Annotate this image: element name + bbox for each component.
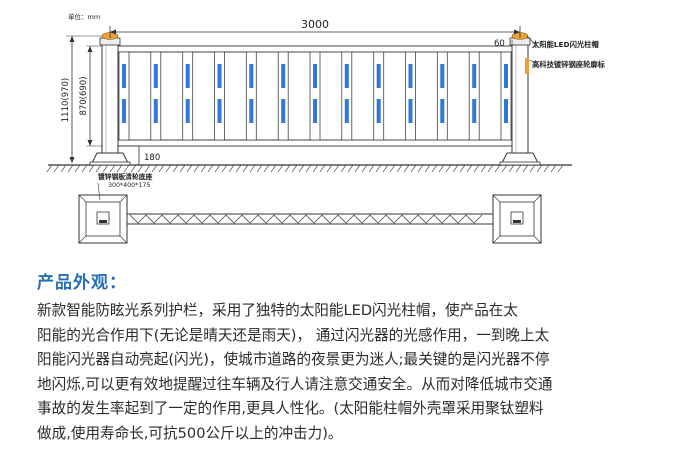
dim-total-length: 3000 <box>109 18 521 38</box>
callout-base-sign-label: 高科技镀锌钢座轮廓标 <box>532 60 606 69</box>
dim-60-label: 60 <box>494 39 505 49</box>
baluster <box>150 51 162 141</box>
callout-base: 镀锌钢板清轮底座 300*400*175 <box>97 172 153 201</box>
dim-180-label: 180 <box>144 153 160 163</box>
baluster-reflector-lower <box>344 99 349 123</box>
baluster <box>309 51 321 141</box>
baluster-reflector-upper <box>217 64 222 88</box>
baluster <box>182 51 194 141</box>
dim-height: 1110(970) <box>61 35 102 163</box>
dim-60: 60 <box>494 39 513 50</box>
baluster-reflector-upper <box>281 64 286 88</box>
right-base <box>499 152 541 166</box>
baluster-reflector-upper <box>440 64 445 88</box>
description-line: 阳能的光合作用下(无论是晴天还是雨天)， 通过闪光器的光感作用，一到晚上太 <box>37 326 550 344</box>
dim-panel-label: 870(690) <box>79 76 89 115</box>
right-post <box>509 37 531 155</box>
baluster <box>436 51 448 141</box>
callout-cap: 太阳能LED闪光柱帽 <box>526 35 599 49</box>
baluster-reflector-lower <box>185 99 190 123</box>
baluster-reflector-upper <box>344 64 349 88</box>
right-reflector <box>525 58 529 74</box>
baluster-reflector-lower <box>376 99 381 123</box>
callout-base-label: 镀锌钢板清轮底座 <box>98 172 153 181</box>
baluster <box>500 51 512 141</box>
baluster-reflector-upper <box>249 64 254 88</box>
baluster-reflector-lower <box>313 99 317 123</box>
top-rail <box>117 45 513 53</box>
baluster-reflector-upper <box>122 64 126 88</box>
left-base <box>89 152 131 166</box>
description-line: 新款智能防眩光系列护栏，采用了独特的太阳能LED闪光柱帽，使产品在太 <box>37 302 518 319</box>
baluster-reflector-upper <box>153 64 158 88</box>
baluster-reflector-lower <box>504 99 508 123</box>
baluster-reflector-upper <box>472 64 477 88</box>
description-line: 事故的发生率起到了一定的作用,更具人性化。(太阳能柱帽外壳罩采用聚钛塑料 <box>37 400 544 418</box>
baluster <box>468 51 480 141</box>
guardrail-diagram: 3000 单位：mm 60 1110(970) 870(690) 180 太阳能… <box>46 12 606 244</box>
baluster-reflector-upper <box>313 64 317 88</box>
baluster-reflector-lower <box>122 99 126 123</box>
base-dims-label: 300*400*175 <box>108 182 150 189</box>
baluster <box>118 51 130 141</box>
baluster-reflector-lower <box>440 99 445 123</box>
baluster-reflector-lower <box>249 99 254 123</box>
baluster-reflector-lower <box>153 99 158 123</box>
baluster-reflector-upper <box>504 64 508 88</box>
description-line: 做成,使用寿命长,可抗500公斤以上的冲击力)。 <box>37 424 343 442</box>
left-post <box>99 37 121 155</box>
baluster-reflector-upper <box>376 64 381 88</box>
callout-base-sign: 高科技镀锌钢座轮廓标 <box>528 59 606 69</box>
dim-panel-height: 870(690) <box>79 45 102 147</box>
description-line: 阳能闪光器自动亮起(闪光)，使城市道路的夜景更为迷人;最关键的是闪光器不停 <box>37 351 550 369</box>
plan-view <box>78 194 542 244</box>
baluster <box>214 51 225 141</box>
section-title: 产品外观： <box>37 273 127 293</box>
callout-cap-label: 太阳能LED闪光柱帽 <box>531 40 599 49</box>
baluster-reflector-lower <box>281 99 286 123</box>
baluster <box>245 51 257 141</box>
baluster-reflector-upper <box>408 64 413 88</box>
unit-label: 单位：mm <box>68 12 100 21</box>
baluster <box>341 51 353 141</box>
baluster <box>277 51 289 141</box>
description-line: 地闪烁,可以更有效地提醒过往车辆及行人请注意交通安全。从而对降低城市交通 <box>37 375 553 393</box>
ground-line <box>46 164 572 173</box>
baluster <box>405 51 416 141</box>
dim-3000-label: 3000 <box>301 18 329 31</box>
baluster-group <box>118 51 512 141</box>
baluster-reflector-lower <box>408 99 413 123</box>
dim-180: 180 <box>118 145 160 165</box>
baluster-reflector-lower <box>472 99 477 123</box>
dim-height-label: 1110(970) <box>61 78 71 123</box>
baluster-reflector-upper <box>185 64 190 88</box>
baluster-reflector-lower <box>217 99 222 123</box>
bottom-rail <box>117 139 513 147</box>
description-paragraph: 新款智能防眩光系列护栏，采用了独特的太阳能LED闪光柱帽，使产品在太 阳能的光合… <box>37 299 667 447</box>
baluster <box>373 51 385 141</box>
